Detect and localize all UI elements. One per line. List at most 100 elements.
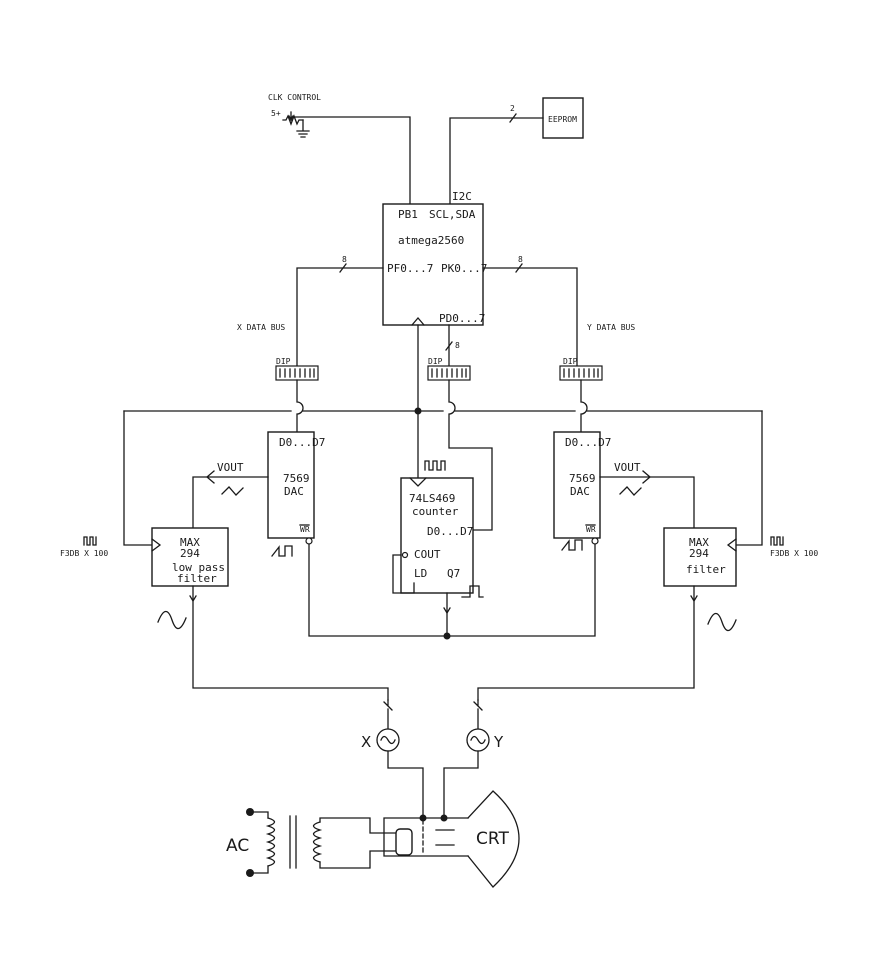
vout-arrow-icon	[642, 470, 651, 484]
clock-square-wave-icon	[770, 536, 784, 546]
dac-left-wr: WR	[300, 525, 310, 534]
crt-label: CRT	[476, 829, 509, 849]
clk-control-label: CLK CONTROL	[268, 93, 321, 102]
output-y-label: Y	[493, 733, 504, 751]
counter-data-pins: D0...D7	[427, 525, 473, 538]
filter-right-out-arrow-icon	[690, 595, 698, 603]
eeprom-box	[542, 97, 584, 139]
dac-left-vout: VOUT	[217, 461, 244, 474]
dip-right-out-wire	[580, 379, 588, 433]
filter-left-num: 294	[180, 547, 200, 560]
dac-left-part: 7569	[283, 472, 310, 485]
counter-ld: LD	[414, 567, 427, 580]
dip-label-center: DIP	[428, 357, 443, 366]
dac-right-wr-bubble	[591, 537, 599, 545]
dac-right-vout: VOUT	[614, 461, 641, 474]
clock-to-right-filter	[735, 410, 763, 546]
eeprom: EEPROM 2	[449, 97, 584, 205]
eeprom-bus-slash	[509, 113, 517, 123]
ac-input-wire	[249, 811, 269, 874]
clk-wire	[290, 116, 411, 205]
sine-wave-icon	[707, 612, 737, 632]
x-data-bus-wire	[296, 267, 384, 367]
clock-square-wave-icon	[424, 460, 446, 471]
wr-pulse-icon	[561, 539, 583, 551]
y-data-bus-label: Y DATA BUS	[587, 323, 635, 332]
dac-right-type: DAC	[570, 485, 590, 498]
dac-right-vout-wire	[599, 476, 695, 529]
clock-square-wave-icon	[83, 536, 97, 546]
crt-cathode	[395, 828, 413, 856]
i2c-wire	[449, 117, 544, 205]
pd-bus-width: 8	[455, 341, 460, 350]
output-y-wire	[443, 750, 479, 819]
potentiometer-icon	[282, 114, 304, 126]
dac-left-vout-wire	[192, 476, 269, 529]
ramp-wave-icon	[221, 486, 244, 496]
dip-label-right: DIP	[563, 357, 578, 366]
write-strobe-bus	[308, 543, 596, 640]
dac-left-type: DAC	[284, 485, 304, 498]
dac-right-box	[553, 431, 601, 539]
switch-y-icon	[473, 699, 483, 729]
counter-box	[400, 477, 474, 594]
output-x-wire	[387, 750, 424, 819]
dip-left-out-wire	[296, 379, 304, 433]
ramp-wave-icon	[619, 486, 642, 496]
ac-source-y-wave	[470, 735, 486, 745]
dip-switch-center: DIP	[427, 357, 493, 531]
wr-pulse-icon	[271, 545, 293, 557]
mcu-pin-i2c: I2C	[452, 190, 472, 203]
eeprom-bus-width: 2	[510, 104, 515, 113]
clk-control: CLK CONTROL 5+	[268, 93, 411, 205]
filter-right-box	[663, 527, 737, 587]
ac-label: AC	[226, 836, 249, 856]
counter-part: 74LS469	[409, 492, 455, 505]
pd-bus-slash	[445, 341, 453, 351]
vout-arrow-icon	[206, 470, 215, 484]
dac-right-data-pins: D0...D7	[565, 436, 611, 449]
dip-switch-pins	[431, 368, 467, 378]
dac-right: D0...D7 7569 DAC WR VOUT	[553, 431, 695, 551]
filter-right-clock-icon	[726, 538, 737, 552]
mcu-atmega2560: I2C PB1 SCL,SDA atmega2560 PF0...7 PK0..…	[382, 190, 487, 326]
sine-wave-icon	[157, 610, 187, 630]
cout-ld-loop-wire	[392, 554, 415, 594]
mcu-name: atmega2560	[398, 234, 464, 247]
crt-bulb-outline	[467, 790, 520, 888]
dac-left: D0...D7 7569 DAC WR VOUT	[192, 431, 325, 557]
filter-left-clock-label: F3DB X 100	[60, 549, 108, 558]
y-data-bus-wire	[482, 267, 578, 367]
dac-left-wr-bubble	[305, 537, 313, 545]
heater-wires	[319, 817, 397, 869]
dip-switch-left: DIP	[275, 357, 319, 433]
output-y: Y	[443, 699, 504, 819]
dip-switch-body	[427, 365, 471, 381]
mcu-pin-pd: PD0...7	[439, 312, 485, 325]
filter-left-desc1: low pass	[172, 561, 225, 574]
filter-right-out-wire	[477, 585, 695, 701]
x-data-bus-label: X DATA BUS	[237, 323, 285, 332]
filter-right-num: 294	[689, 547, 709, 560]
wr-strobe-wire	[308, 543, 596, 637]
output-x: X	[361, 699, 424, 819]
dac-left-box	[267, 431, 315, 539]
junction-dot	[419, 814, 427, 822]
dip-label-left: DIP	[276, 357, 291, 366]
filter-left-desc2: filter	[177, 572, 217, 585]
filter-right-desc1: filter	[686, 563, 726, 576]
mcu-pin-pb1: PB1	[398, 208, 418, 221]
x-bus-width: 8	[342, 255, 347, 264]
output-x-label: X	[361, 733, 371, 751]
mcu-pin-pk: PK0...7	[441, 262, 487, 275]
ground-icon	[296, 119, 310, 138]
switch-x-icon	[383, 699, 393, 729]
filter-left-part: MAX	[180, 536, 200, 549]
dac-left-data-pins: D0...D7	[279, 436, 325, 449]
filter-right: MAX 294 filter F3DB X 100	[477, 527, 818, 701]
mcu-clock-input-icon	[411, 317, 425, 326]
filter-left: MAX 294 low pass filter F3DB X 100	[60, 527, 389, 701]
junction-dot	[443, 632, 451, 640]
mcu-pin-pf: PF0...7	[387, 262, 433, 275]
counter-clock-icon	[409, 477, 427, 487]
